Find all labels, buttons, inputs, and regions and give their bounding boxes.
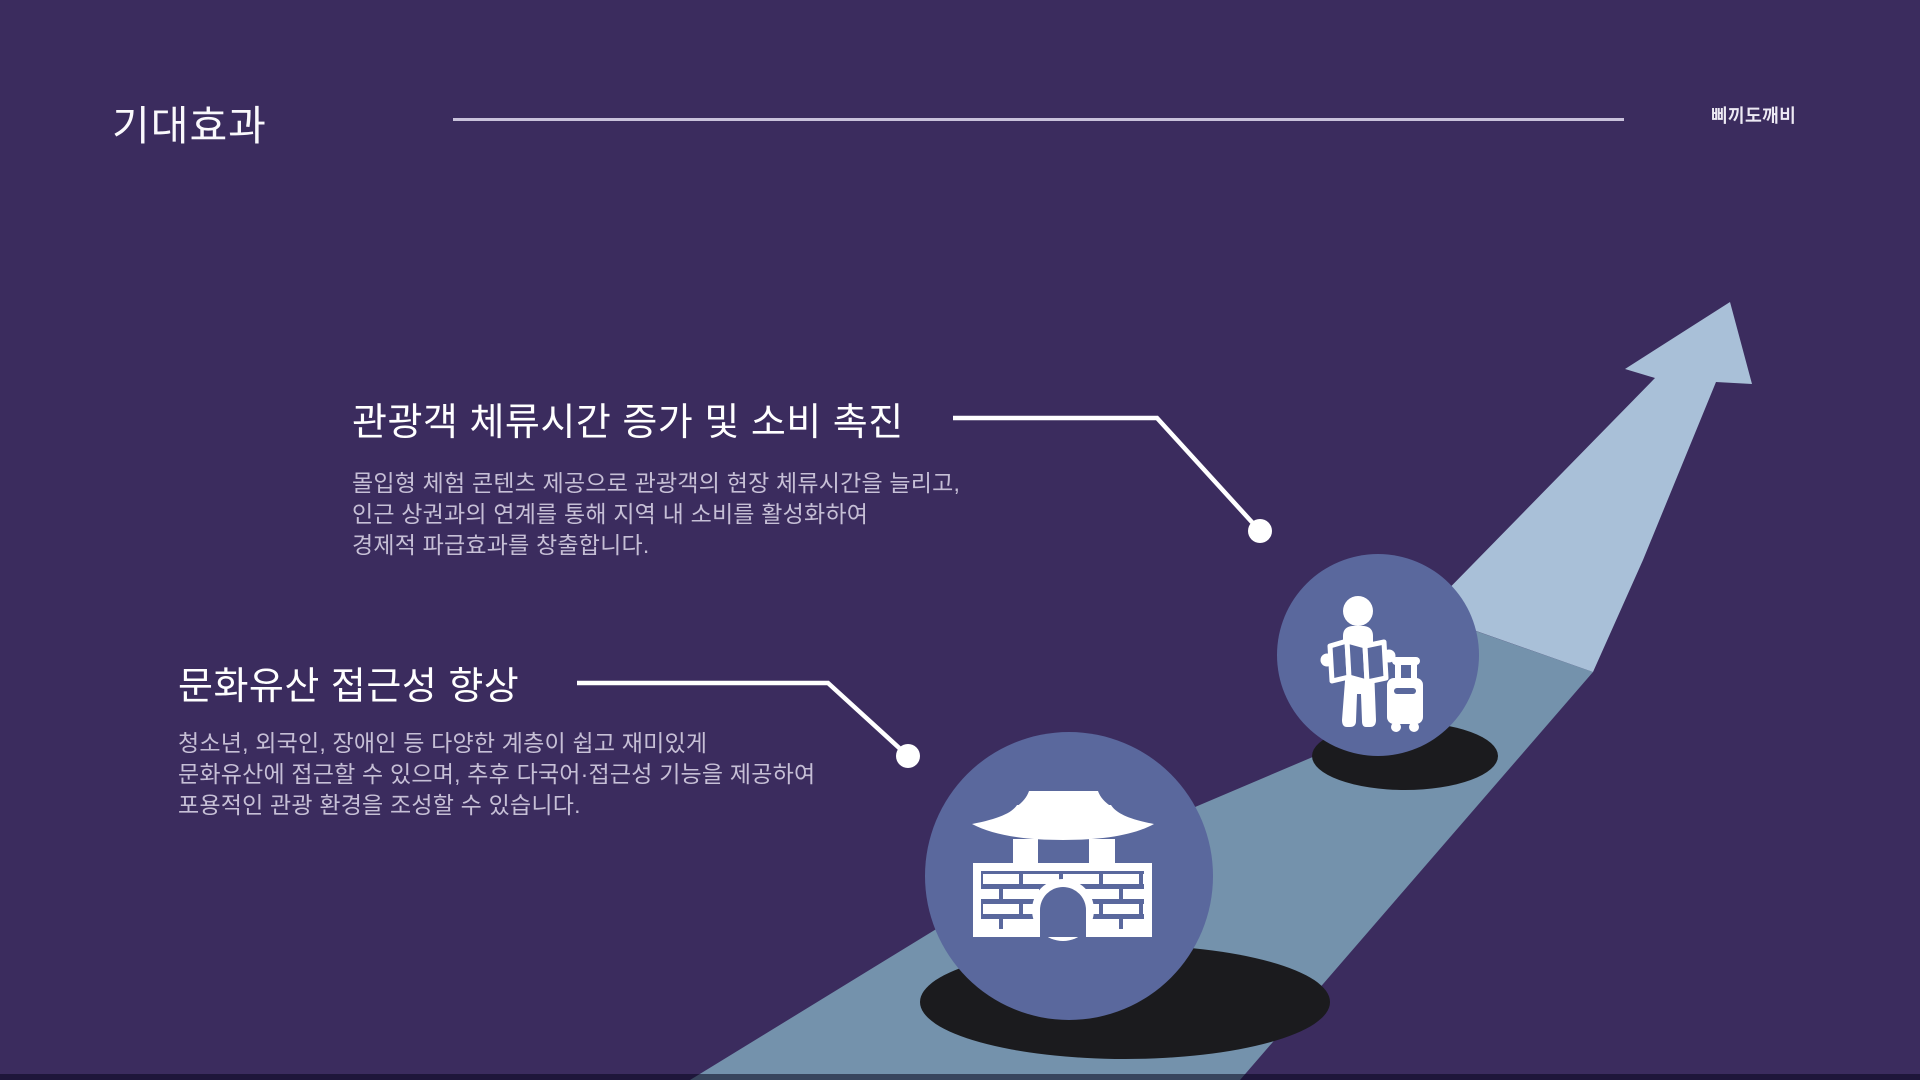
growth-arrow-icon [1425, 302, 1752, 672]
traveler-with-luggage-icon [1320, 596, 1423, 732]
connector-dot-2 [896, 744, 920, 768]
connector-dot-1 [1248, 519, 1272, 543]
brand-label: 삐끼도깨비 [1711, 106, 1797, 126]
section-1-body-line: 인근 상권과의 연계를 통해 지역 내 소비를 활성화하여 [352, 501, 869, 527]
section-2-body-line: 문화유산에 접근할 수 있으며, 추후 다국어·접근성 기능을 제공하여 [178, 761, 816, 787]
connector-lines [577, 415, 1262, 758]
header-divider-line [453, 118, 1624, 121]
connector-line-1 [953, 415, 1262, 533]
bottom-edge-shadow [0, 1074, 1920, 1080]
connector-line-2 [577, 680, 910, 758]
section-2-body-line: 포용적인 관광 환경을 조성할 수 있습니다. [178, 792, 581, 818]
section-heritage-accessibility: 문화유산 접근성 향상 청소년, 외국인, 장애인 등 다양한 계층이 쉽고 재… [178, 655, 815, 821]
korean-fortress-gate-icon [972, 791, 1154, 941]
section-tourist-spending: 관광객 체류시간 증가 및 소비 촉진 몰입형 체험 콘텐츠 제공으로 관광객의… [352, 391, 960, 561]
page-title: 기대효과 [112, 103, 267, 149]
section-2-heading: 문화유산 접근성 향상 [178, 666, 520, 708]
section-1-body-line: 몰입형 체험 콘텐츠 제공으로 관광객의 현장 체류시간을 늘리고, [352, 470, 961, 496]
section-1-body-line: 경제적 파급효과를 창출합니다. [352, 532, 650, 558]
section-2-body-line: 청소년, 외국인, 장애인 등 다양한 계층이 쉽고 재미있게 [178, 730, 708, 756]
section-1-heading: 관광객 체류시간 증가 및 소비 촉진 [352, 402, 904, 444]
